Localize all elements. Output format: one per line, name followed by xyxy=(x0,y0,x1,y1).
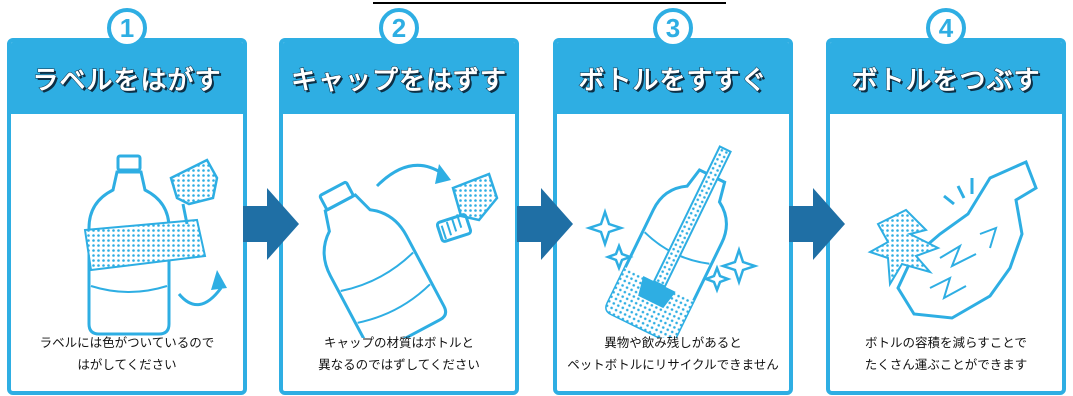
caption-line: キャップの材質はボトルと xyxy=(323,335,474,350)
bottle-crush-icon xyxy=(867,159,1038,320)
step-title: ボトルをすすぐ xyxy=(578,66,768,97)
step-header: ボトルをつぶす xyxy=(830,42,1062,114)
caption-line: たくさん運ぶことができます xyxy=(864,357,1028,372)
step-caption: ラベルには色がついているので はがしてください xyxy=(11,332,243,376)
caption-line: ボトルの容積を減らすことで xyxy=(865,335,1027,350)
top-divider xyxy=(373,2,726,4)
step-panel-2: キャップをはずす キャップの材質はボトルと 異なるのではずしてください xyxy=(279,38,519,395)
caption-line: ラベルには色がついているので xyxy=(39,335,215,350)
caption-line: 異物や飲み残しがあると xyxy=(604,335,742,350)
step-number-badge: 1 xyxy=(107,8,147,48)
step-header: ラベルをはがす xyxy=(11,42,243,114)
caption-line: ペットボトルにリサイクルできません xyxy=(567,357,779,372)
bottle-rinse-icon xyxy=(585,145,759,338)
step-header: キャップをはずす xyxy=(283,42,515,114)
step-number-badge: 3 xyxy=(653,8,693,48)
step-panel-4: ボトルをつぶす ボトルの容積を減らすことで たくさん運ぶことができます xyxy=(826,38,1066,395)
step-title: キャップをはずす xyxy=(290,66,507,97)
step-panel-1: ラベルをはがす ラベルには色がついているので はがしてください xyxy=(7,38,247,395)
step-caption: キャップの材質はボトルと 異なるのではずしてください xyxy=(283,332,515,376)
step-panel-3: ボトルをすすぐ 異物や飲み残しがあると ペットボトルにリサイクルできません xyxy=(553,38,793,395)
bottle-label-peel-icon xyxy=(83,154,227,336)
step-number: 4 xyxy=(938,12,954,43)
caption-line: はがしてください xyxy=(77,357,177,372)
right-arrow-icon xyxy=(517,188,573,260)
right-arrow-icon xyxy=(789,188,845,260)
step-number: 1 xyxy=(119,12,135,43)
bottle-cap-remove-icon xyxy=(318,164,499,338)
right-arrow-icon xyxy=(243,188,299,260)
step-header: ボトルをすすぐ xyxy=(557,42,789,114)
step-number: 2 xyxy=(391,12,407,43)
step-number: 3 xyxy=(665,12,681,43)
step-title: ラベルをはがす xyxy=(32,66,222,97)
step-caption: 異物や飲み残しがあると ペットボトルにリサイクルできません xyxy=(557,332,789,376)
step-caption: ボトルの容積を減らすことで たくさん運ぶことができます xyxy=(830,332,1062,376)
caption-line: 異なるのではずしてください xyxy=(318,357,480,372)
step-number-badge: 4 xyxy=(926,8,966,48)
step-title: ボトルをつぶす xyxy=(851,66,1041,97)
step-number-badge: 2 xyxy=(379,8,419,48)
